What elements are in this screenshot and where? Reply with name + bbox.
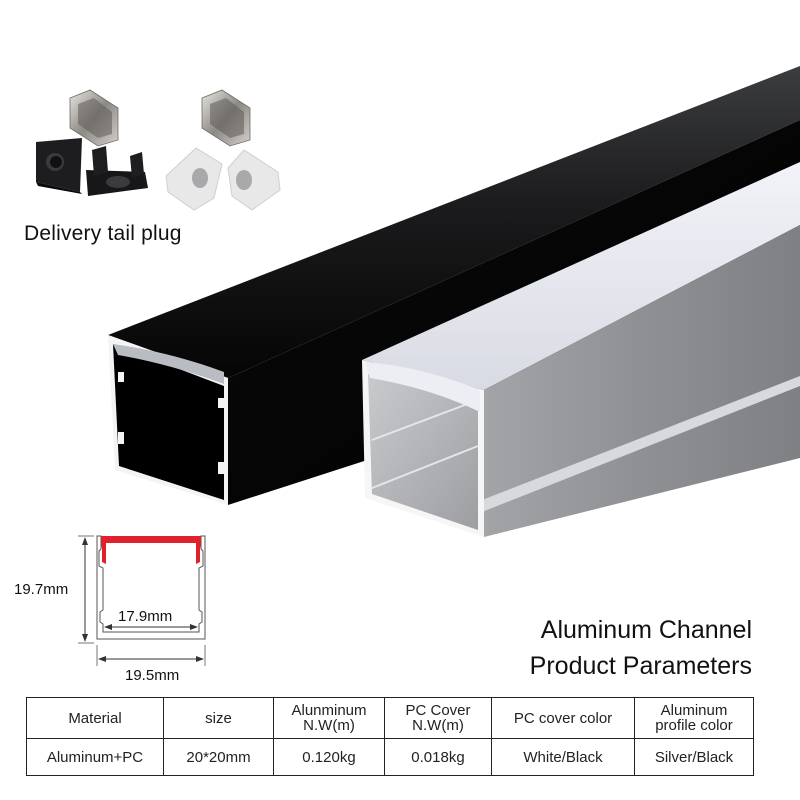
header-text: PC cover color bbox=[513, 709, 613, 727]
page-title-line-2: Product Parameters bbox=[529, 652, 752, 680]
silver-channel-cover-lip bbox=[365, 362, 480, 412]
arrow-left-icon bbox=[98, 656, 106, 662]
black-end-cap bbox=[36, 138, 82, 194]
silver-channel-side-face bbox=[484, 225, 800, 537]
cell-profile-color: Silver/Black bbox=[634, 738, 754, 776]
interior-edge bbox=[371, 445, 479, 489]
silver-channel-end-interior bbox=[368, 374, 478, 530]
header-text: Alunminum bbox=[291, 702, 367, 719]
cell-pc-cover-color: White/Black bbox=[491, 738, 635, 776]
profile-dimension-diagram bbox=[78, 535, 206, 666]
table-row: Aluminum+PC 20*20mm 0.120kg 0.018kg Whit… bbox=[26, 738, 754, 776]
header-text: size bbox=[205, 709, 232, 727]
arrow-right-icon bbox=[190, 624, 198, 630]
white-end-cap bbox=[165, 147, 223, 211]
cell-aluminum-weight: 0.120kg bbox=[273, 738, 385, 776]
pc-cover-red bbox=[101, 536, 201, 564]
header-text: profile color bbox=[655, 717, 733, 734]
white-end-cap bbox=[227, 149, 281, 211]
header-text: Aluminum bbox=[660, 702, 728, 719]
accessory-parts bbox=[36, 89, 281, 211]
profile-notch bbox=[118, 432, 124, 444]
arrow-up-icon bbox=[82, 537, 88, 545]
height-dimension-label: 19.7mm bbox=[14, 581, 69, 598]
cell-material: Aluminum+PC bbox=[26, 738, 164, 776]
header-pc-cover-color: PC cover color bbox=[491, 697, 635, 739]
mounting-clip bbox=[69, 89, 119, 147]
profile-notch bbox=[218, 462, 224, 474]
black-channel-top-face bbox=[108, 66, 800, 378]
header-text: PC Cover bbox=[405, 702, 471, 719]
black-channel-cover-lip bbox=[113, 344, 224, 384]
silver-aluminum-channel bbox=[362, 162, 800, 537]
header-text: N.W(m) bbox=[412, 717, 464, 734]
cell-pc-cover-weight: 0.018kg bbox=[384, 738, 492, 776]
header-material: Material bbox=[26, 697, 164, 739]
page-title-line-1: Aluminum Channel bbox=[540, 616, 752, 644]
header-text: Material bbox=[68, 709, 122, 727]
profile-notch bbox=[218, 398, 224, 408]
outer-width-dimension-label: 19.5mm bbox=[125, 667, 180, 684]
silver-channel-groove bbox=[482, 376, 800, 512]
arrow-left-icon bbox=[104, 624, 112, 630]
black-channel-end-face bbox=[113, 344, 224, 500]
arrow-right-icon bbox=[196, 656, 204, 662]
mounting-clip bbox=[201, 89, 251, 147]
silver-channel-cover-top bbox=[362, 162, 800, 390]
black-end-cap-open bbox=[86, 146, 148, 196]
interior-edge bbox=[371, 399, 479, 441]
arrow-down-icon bbox=[82, 634, 88, 642]
header-text: N.W(m) bbox=[303, 717, 355, 734]
inner-width-dimension-label: 17.9mm bbox=[118, 608, 173, 625]
cell-size: 20*20mm bbox=[163, 738, 274, 776]
accessories-caption: Delivery tail plug bbox=[24, 222, 182, 245]
profile-notch bbox=[118, 372, 124, 382]
header-size: size bbox=[163, 697, 274, 739]
